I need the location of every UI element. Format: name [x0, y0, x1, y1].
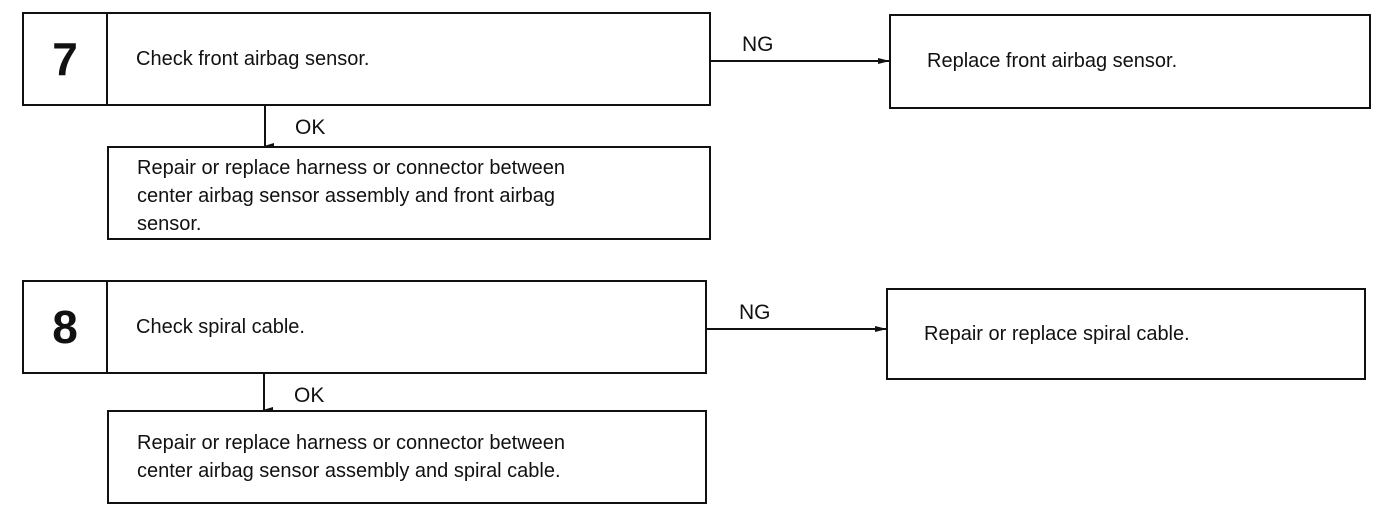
step7-ng-action-text: Replace front airbag sensor. — [927, 50, 1178, 72]
step8-ng-action-box: Repair or replace spiral cable. — [886, 288, 1366, 380]
step7-ng-label: NG — [742, 33, 774, 56]
step8-ok-action-line-1: Repair or replace harness or connector b… — [137, 432, 566, 454]
step8-ok-action-line-2: center airbag sensor assembly and spiral… — [137, 460, 561, 482]
step8-ng-action-text: Repair or replace spiral cable. — [924, 322, 1190, 345]
step7-check-box: 7 Check front airbag sensor. — [22, 12, 711, 106]
step7-ok-action-box: Repair or replace harness or connector b… — [107, 146, 711, 240]
step7-ok-action-line-1: Repair or replace harness or connector b… — [137, 157, 566, 179]
step7-ng-action-box: Replace front airbag sensor. — [889, 14, 1371, 109]
step7-check-text: Check front airbag sensor. — [136, 47, 370, 70]
step8-number: 8 — [24, 282, 108, 372]
step8-ng-label: NG — [739, 301, 771, 324]
step7-ok-label: OK — [295, 116, 326, 139]
step7-ok-action-line-2: center airbag sensor assembly and front … — [137, 185, 556, 207]
step8-check-text: Check spiral cable. — [136, 315, 305, 338]
step8-ok-action-box: Repair or replace harness or connector b… — [107, 410, 707, 504]
step8-check-box: 8 Check spiral cable. — [22, 280, 707, 374]
step7-ok-action-line-3: sensor. — [137, 213, 202, 235]
step8-ok-label: OK — [294, 384, 325, 407]
step7-number: 7 — [24, 14, 108, 104]
